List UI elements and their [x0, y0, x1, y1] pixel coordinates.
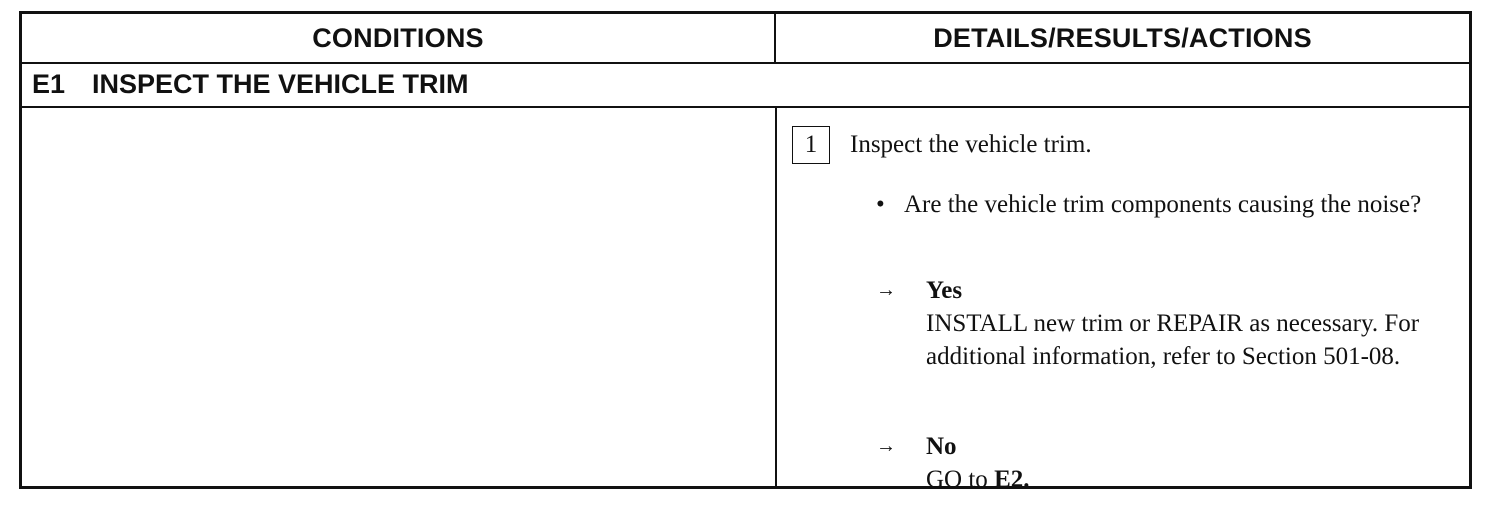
- arrow-right-icon: →: [876, 279, 896, 301]
- section-title: INSPECT THE VEHICLE TRIM: [92, 68, 469, 99]
- answer-yes: → Yes INSTALL new trim or REPAIR as nece…: [876, 274, 1466, 373]
- step-number-box: 1: [792, 126, 830, 164]
- answer-no: → No GO to E2.: [876, 430, 1466, 496]
- step-row: 1 Inspect the vehicle trim.: [792, 126, 1092, 164]
- details-header: DETAILS/RESULTS/ACTIONS: [933, 22, 1312, 53]
- answer-yes-action: INSTALL new trim or REPAIR as necessary.…: [926, 310, 1420, 370]
- arrow-right-icon: →: [876, 435, 896, 457]
- column-divider: [775, 106, 777, 486]
- question-item: • Are the vehicle trim components causin…: [876, 188, 1456, 221]
- answer-no-label: No: [926, 433, 957, 460]
- table-header: CONDITIONS DETAILS/RESULTS/ACTIONS: [22, 14, 1469, 64]
- bullet-icon: •: [876, 191, 885, 218]
- diagnostic-table: CONDITIONS DETAILS/RESULTS/ACTIONS E1 IN…: [19, 11, 1472, 493]
- question-text: Are the vehicle trim components causing …: [904, 191, 1422, 218]
- conditions-header: CONDITIONS: [22, 14, 776, 62]
- step-text: Inspect the vehicle trim.: [850, 131, 1092, 158]
- answer-no-action: GO to: [926, 466, 995, 493]
- answer-no-ref: E2.: [994, 466, 1030, 493]
- section-row: E1 INSPECT THE VEHICLE TRIM: [22, 62, 1469, 108]
- answer-yes-label: Yes: [926, 277, 963, 304]
- section-id: E1: [32, 68, 66, 99]
